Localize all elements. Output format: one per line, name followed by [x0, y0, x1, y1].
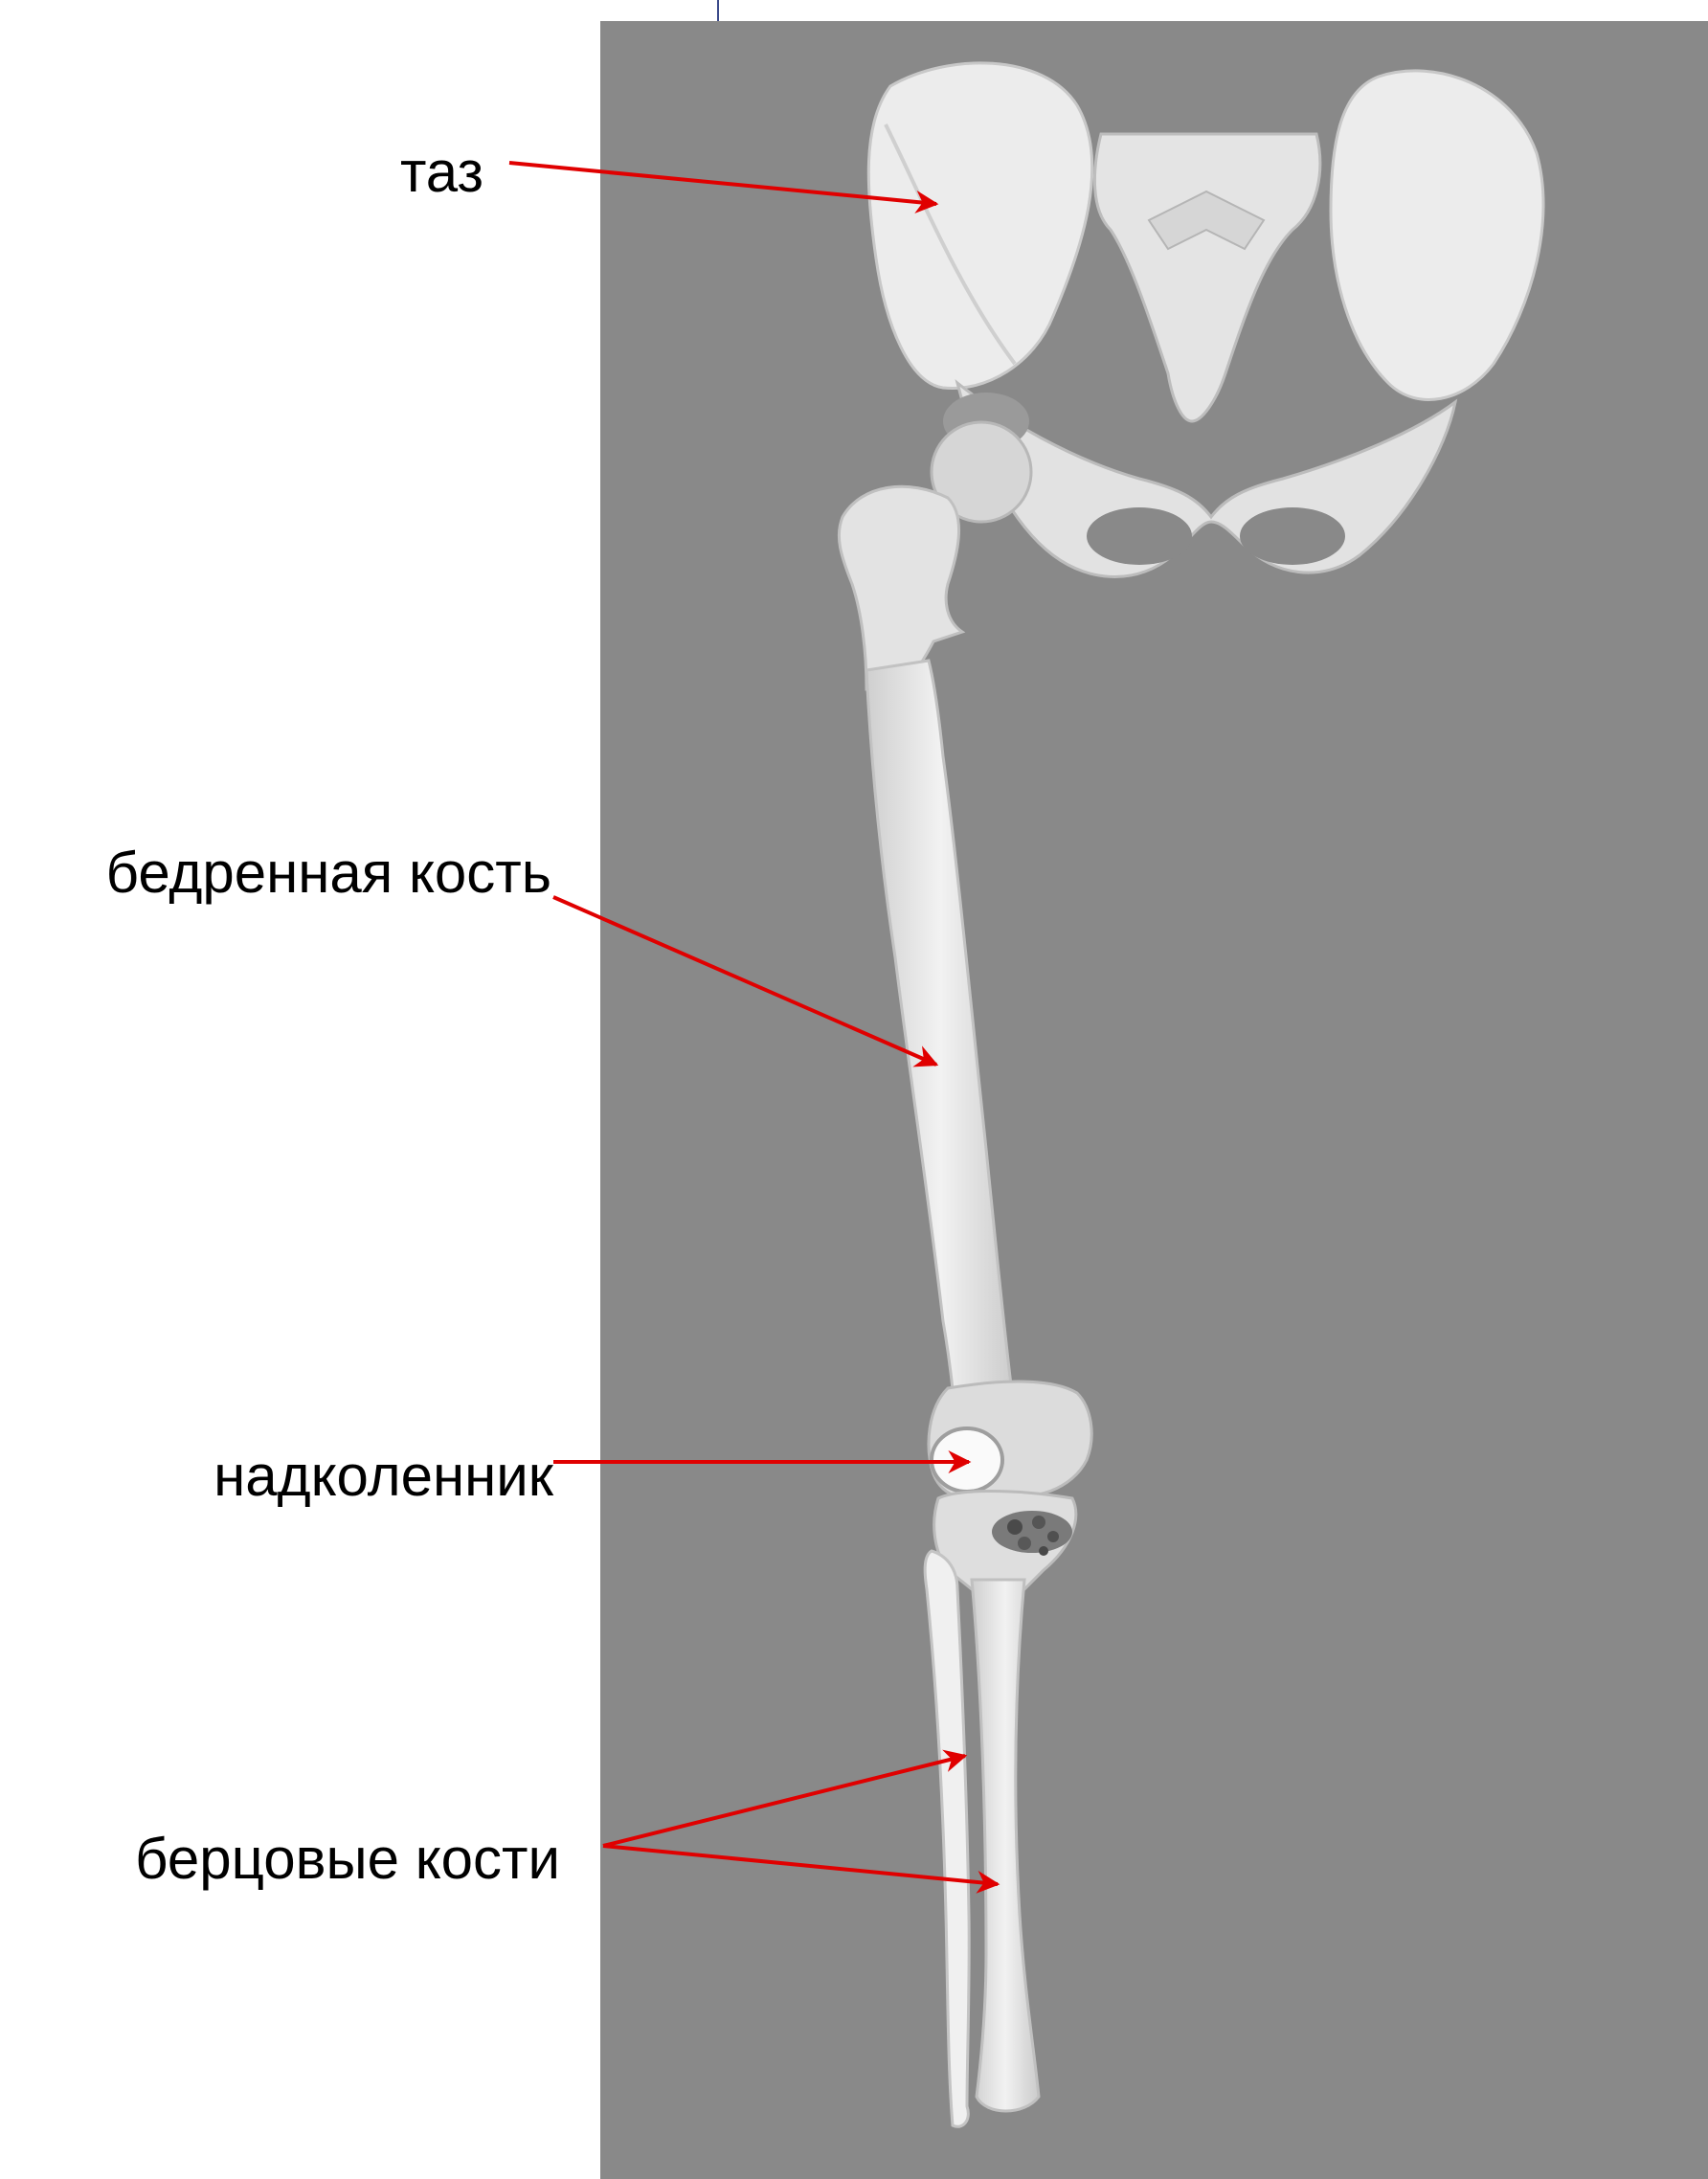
patella-label: надколенник — [214, 1448, 553, 1505]
pelvis-label: таз — [400, 144, 483, 201]
femur-label: бедренная кость — [106, 844, 551, 902]
render-background — [600, 21, 1708, 2179]
shin-bones-label: берцовые кости — [135, 1831, 560, 1888]
